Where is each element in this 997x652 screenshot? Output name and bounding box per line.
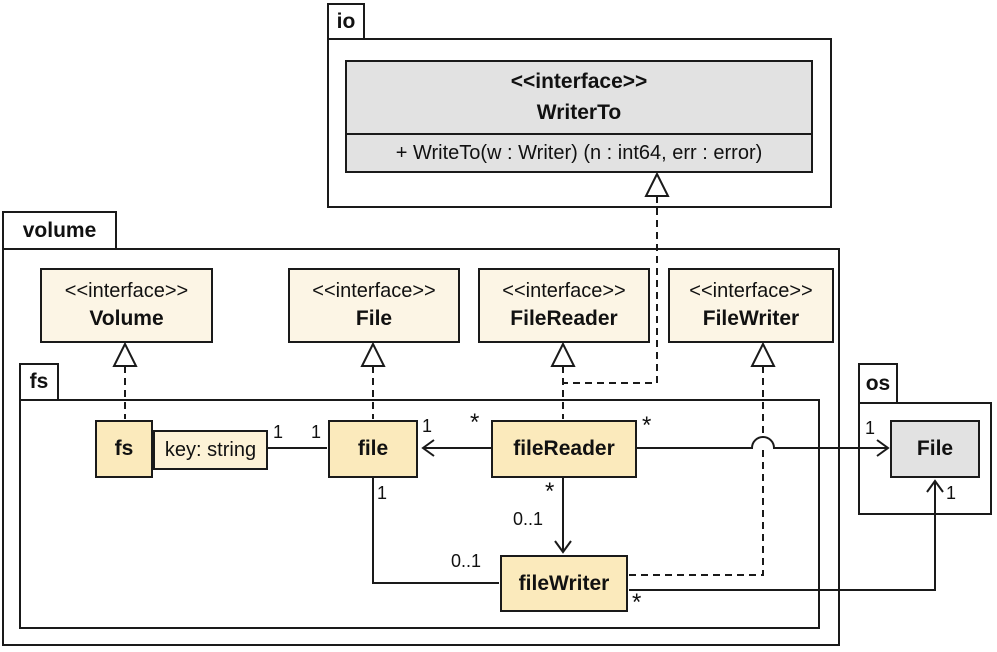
class-name: fs: [114, 437, 134, 461]
multiplicity-writer-osfile-1: 1: [946, 483, 957, 503]
multiplicity-file-writer-1: 1: [377, 483, 388, 503]
class-writerto: <<interface>> WriterTo + WriteTo(w : Wri…: [345, 60, 813, 173]
class-writerto-header: <<interface>> WriterTo: [347, 62, 811, 133]
stereotype-label: <<interface>>: [312, 280, 436, 303]
class-file: file: [328, 420, 418, 478]
package-os-tab: os: [858, 363, 898, 404]
class-name: File: [916, 437, 954, 461]
interface-filewriter: <<interface>> FileWriter: [668, 268, 834, 343]
class-name: fileWriter: [518, 571, 610, 595]
class-name: file: [357, 437, 389, 461]
package-io-tab: io: [327, 3, 365, 40]
stereotype-label: <<interface>>: [502, 280, 626, 303]
class-os-file: File: [890, 420, 980, 478]
stereotype-label: <<interface>>: [689, 280, 813, 303]
multiplicity-reader-file-1: 1: [422, 416, 433, 436]
interface-name: File: [355, 306, 393, 330]
class-fs: fs: [95, 420, 153, 478]
stereotype-label: <<interface>>: [64, 280, 189, 303]
multiplicity-reader-osfile-star: *: [642, 412, 652, 439]
package-fs-tab: fs: [19, 363, 59, 401]
interface-name: Volume: [89, 306, 164, 330]
interface-file: <<interface>> File: [288, 268, 460, 343]
multiplicity-reader-file-star: *: [470, 409, 480, 436]
multiplicity-writer-osfile-star: *: [632, 589, 642, 616]
class-filereader: fileReader: [491, 420, 637, 478]
package-volume-tab: volume: [2, 211, 117, 250]
class-name: fileReader: [513, 437, 615, 461]
stereotype-label: <<interface>>: [510, 70, 648, 94]
multiplicity-reader-osfile-1: 1: [865, 418, 876, 438]
interface-filereader: <<interface>> FileReader: [478, 268, 650, 343]
multiplicity-fs-file-right: 1: [311, 422, 322, 442]
class-filewriter: fileWriter: [500, 555, 628, 612]
multiplicity-file-writer-01: 0..1: [451, 551, 482, 571]
multiplicity-reader-writer-01: 0..1: [513, 509, 544, 529]
interface-name: FileWriter: [702, 306, 800, 330]
interface-name: FileReader: [510, 306, 618, 330]
method-writeto: + WriteTo(w : Writer) (n : int64, err : …: [347, 133, 811, 171]
interface-volume: <<interface>> Volume: [40, 268, 213, 343]
multiplicity-reader-writer-star: *: [545, 478, 555, 505]
class-name: WriterTo: [536, 100, 622, 124]
qualifier-key-string: key: string: [153, 430, 268, 470]
multiplicity-fs-file-left: 1: [273, 422, 284, 442]
